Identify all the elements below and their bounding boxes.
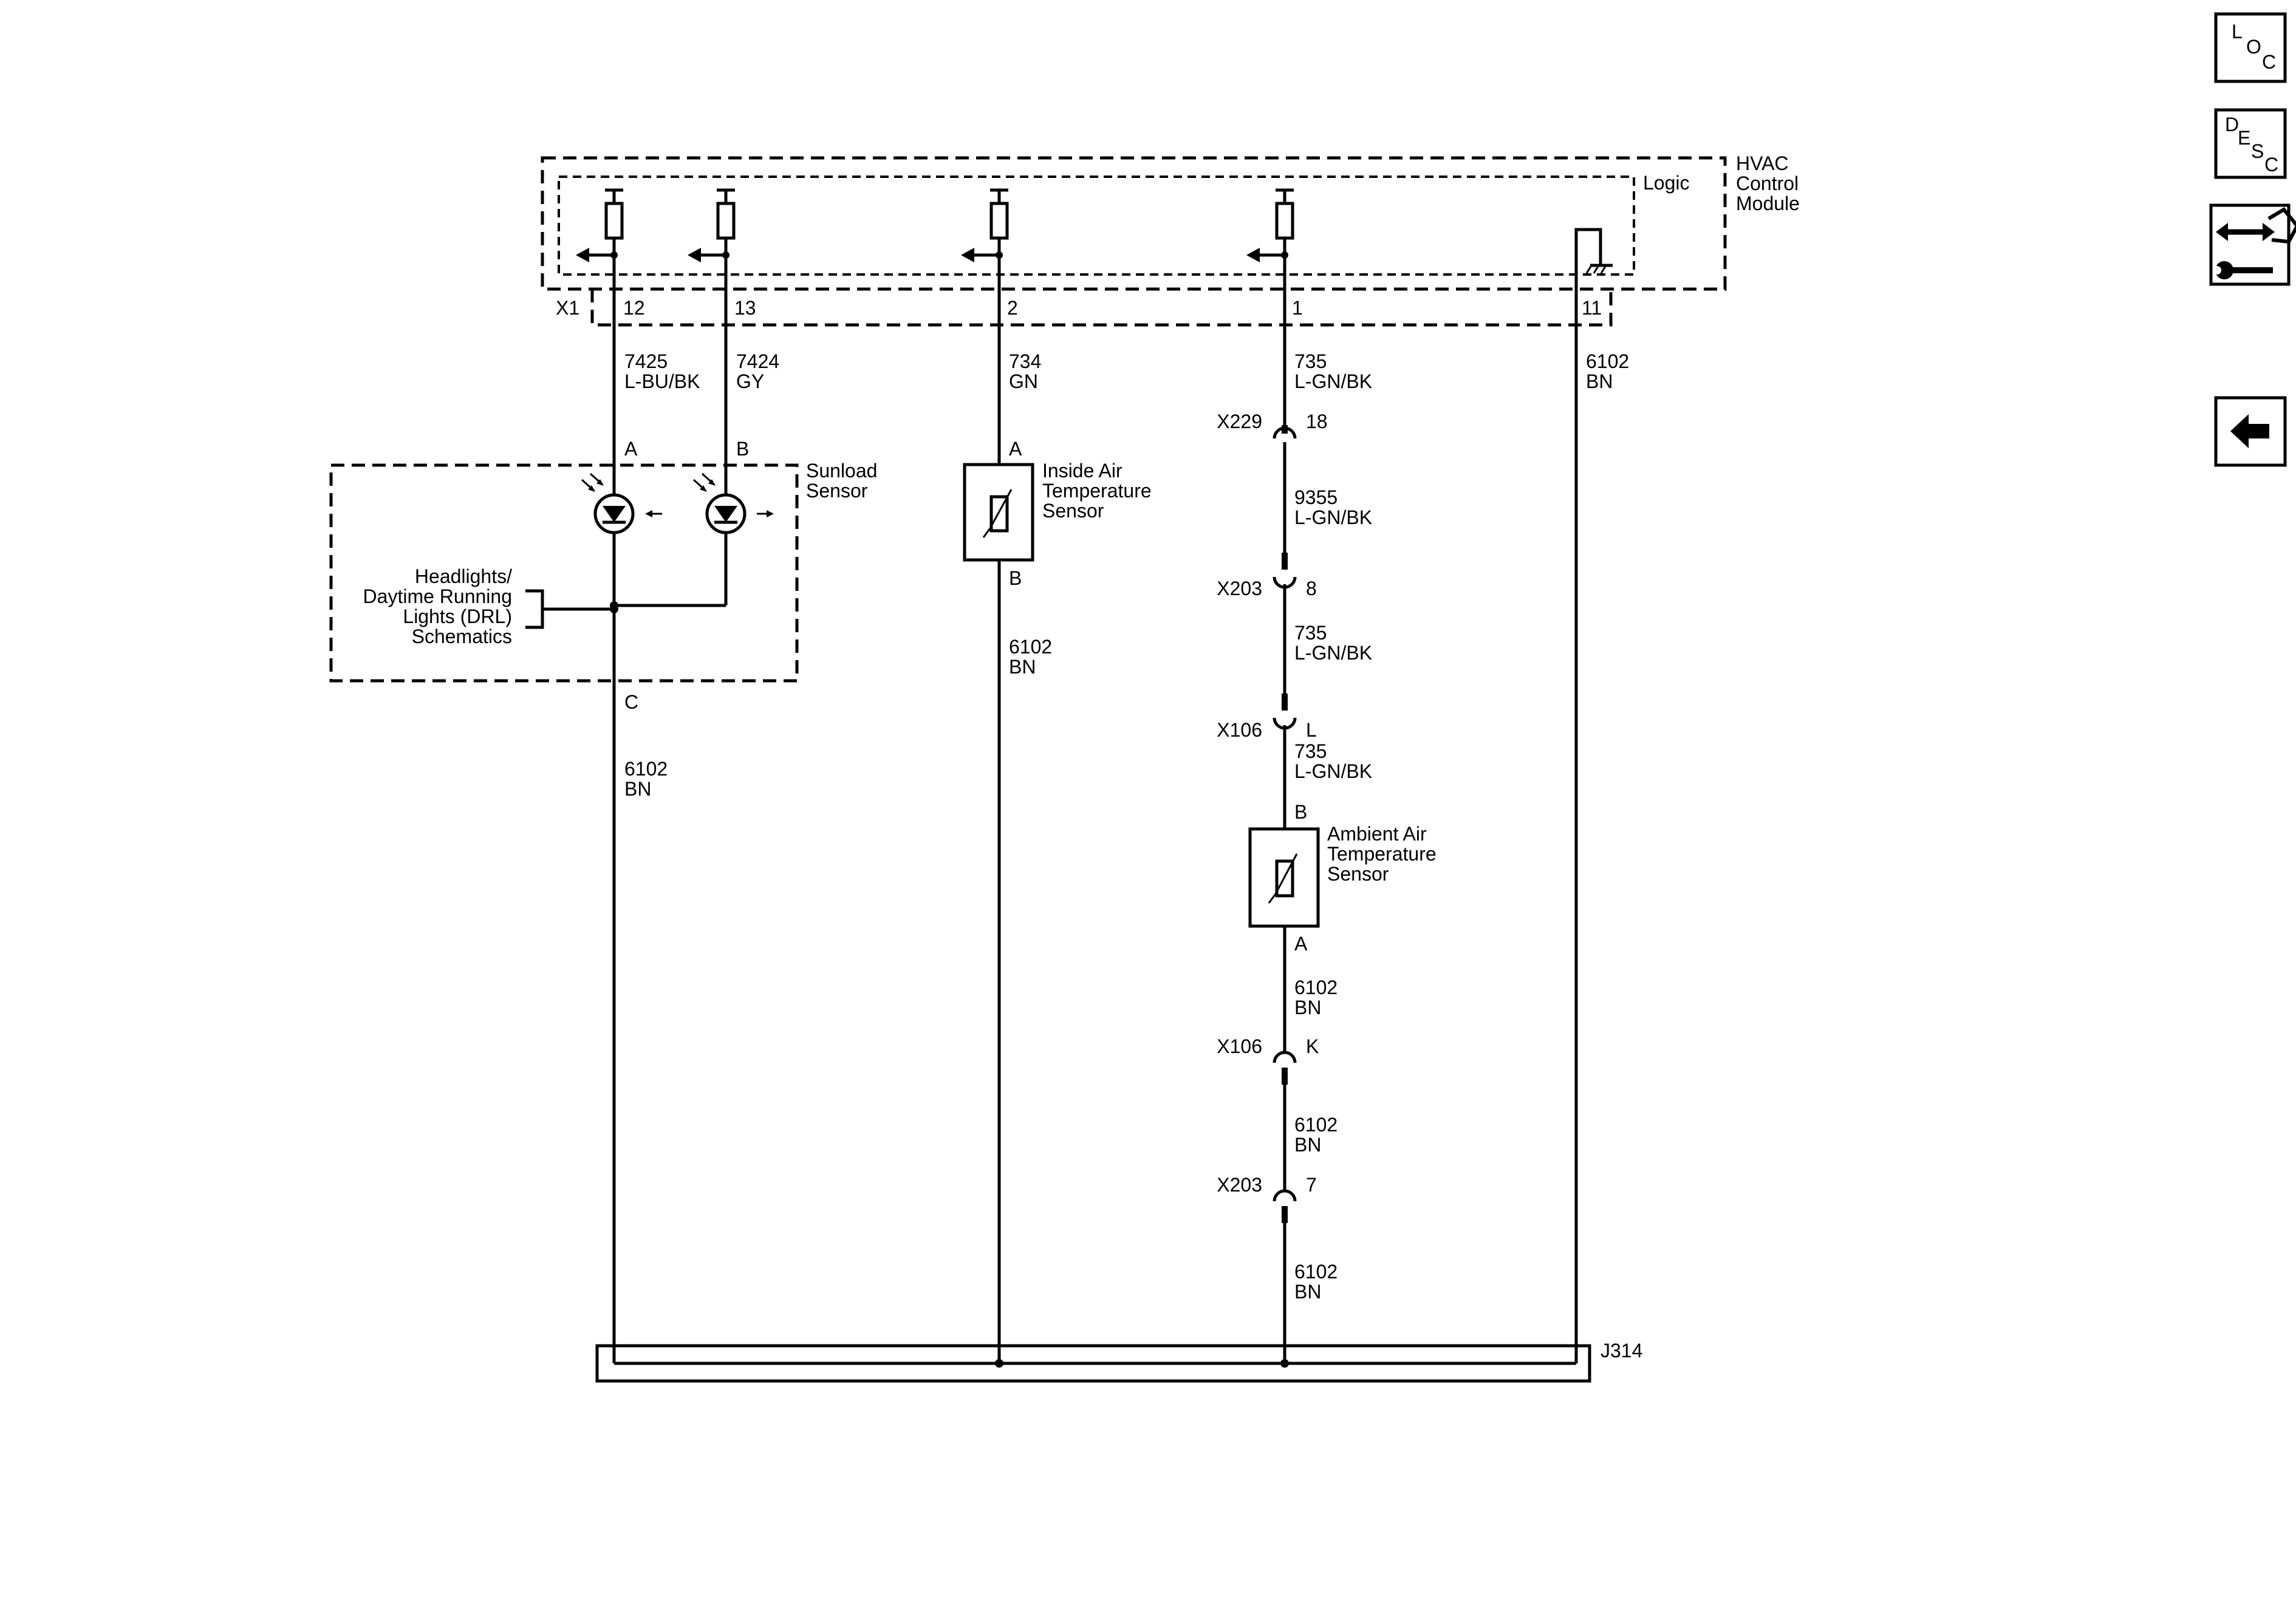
ambient-sensor-name-3: Sensor xyxy=(1327,863,1389,885)
loc-letter-c: C xyxy=(2262,51,2276,73)
connector-x203-8-pin: 8 xyxy=(1306,578,1317,599)
wire-7424-color: GY xyxy=(736,370,764,392)
drl-ref-line-2: Daytime Running xyxy=(363,585,512,607)
ambient-sensor-name-2: Temperature xyxy=(1327,843,1437,865)
wire-735-c-color: L-GN/BK xyxy=(1294,760,1372,782)
location-button[interactable]: L O C xyxy=(2214,12,2287,83)
loc-letter-o: O xyxy=(2246,36,2261,58)
connector-x203-7-pin: 7 xyxy=(1306,1174,1317,1196)
wire-735-b-color: L-GN/BK xyxy=(1294,642,1372,664)
inside-sensor-name-1: Inside Air xyxy=(1042,460,1122,482)
sunload-sensor-name-1: Sunload xyxy=(806,460,877,482)
connector-x1-label: X1 xyxy=(556,297,579,319)
splice-label: J314 xyxy=(1601,1340,1642,1362)
wire-6102-ground-number: 6102 xyxy=(1586,350,1629,372)
drl-ref-line-3: Lights (DRL) xyxy=(403,605,512,627)
wire-735-number: 735 xyxy=(1294,350,1327,372)
connector-x229-id: X229 xyxy=(1217,411,1262,432)
inside-sensor-name-2: Temperature xyxy=(1042,480,1152,502)
inside-air-temp-sensor: A B Inside Air Temperature Sensor xyxy=(963,438,1152,589)
pin-1-label: 1 xyxy=(1292,297,1303,319)
pin-11-label: 11 xyxy=(1582,297,1602,319)
photodiode-2 xyxy=(692,472,774,534)
ambient-sensor-pin-a: A xyxy=(1294,933,1308,955)
wire-6102-inside-color: BN xyxy=(1009,656,1036,678)
pin-12-label: 12 xyxy=(623,297,645,319)
description-button[interactable]: D E S C xyxy=(2214,108,2287,179)
wire-7425-color: L-BU/BK xyxy=(624,370,700,392)
sunload-pin-c: C xyxy=(624,691,638,713)
module-name-line-1: HVAC xyxy=(1736,152,1789,174)
wire-6102-sunload-color: BN xyxy=(624,778,651,800)
ground-symbol xyxy=(1574,228,1613,1363)
pullup-circuit-1 xyxy=(1246,188,1294,262)
wire-735-b-number: 735 xyxy=(1294,622,1327,644)
wire-6102-7-color: BN xyxy=(1294,1281,1321,1303)
photodiode-1 xyxy=(581,472,662,534)
desc-letter-d: D xyxy=(2225,114,2239,135)
desc-letter-s: S xyxy=(2251,140,2264,162)
connector-x203-7: X203 7 xyxy=(1217,1174,1317,1223)
ambient-sensor-name-1: Ambient Air xyxy=(1327,823,1427,845)
hvac-control-module: HVAC Control Module Logic X1 12 13 2 1 1… xyxy=(541,152,1800,1363)
wire-9355-color: L-GN/BK xyxy=(1294,506,1372,528)
connector-x106-l-pin: L xyxy=(1306,719,1317,741)
module-name-line-2: Control xyxy=(1736,172,1799,194)
wire-6102-ambient-number: 6102 xyxy=(1294,977,1338,998)
desc-letter-e: E xyxy=(2238,127,2250,149)
splice-j314: J314 xyxy=(595,1340,1642,1383)
loc-letter-l: L xyxy=(2232,21,2243,43)
connector-x229: X229 18 xyxy=(1217,411,1328,439)
wire-9355-number: 9355 xyxy=(1294,486,1338,508)
pin-13-label: 13 xyxy=(734,297,756,319)
wire-734-color: GN xyxy=(1009,370,1038,392)
desc-letter-c: C xyxy=(2264,154,2278,176)
sunload-pin-b: B xyxy=(736,438,749,460)
wire-735-c-number: 735 xyxy=(1294,740,1327,762)
logic-label: Logic xyxy=(1643,172,1690,194)
wire-734-number: 734 xyxy=(1009,350,1041,372)
connector-tool-icon xyxy=(2213,207,2296,279)
wire-6102-ambient-color: BN xyxy=(1294,997,1321,1018)
inside-sensor-name-3: Sensor xyxy=(1042,500,1104,522)
pullup-circuit-12 xyxy=(576,188,624,262)
connector-x203-8: X203 8 xyxy=(1217,553,1317,599)
wire-6102-ground-color: BN xyxy=(1586,370,1613,392)
connector-x106-k-pin: K xyxy=(1306,1035,1319,1057)
wire-6102-sunload-number: 6102 xyxy=(624,758,668,780)
connector-x106-k-id: X106 xyxy=(1217,1035,1262,1057)
wire-6102-inside-number: 6102 xyxy=(1009,636,1052,658)
pullup-circuit-13 xyxy=(688,188,736,262)
sunload-pin-a: A xyxy=(624,438,638,460)
inside-sensor-pin-b: B xyxy=(1009,567,1022,589)
drl-ref-line-4: Schematics xyxy=(412,626,512,647)
module-name-line-3: Module xyxy=(1736,193,1800,214)
back-arrow-icon xyxy=(2230,414,2269,448)
back-button[interactable] xyxy=(2214,396,2287,467)
wire-7425-number: 7425 xyxy=(624,350,668,372)
connector-x106-k: X106 K xyxy=(1217,1035,1319,1085)
wire-6102-k-color: BN xyxy=(1294,1134,1321,1156)
drl-ref-line-1: Headlights/ xyxy=(415,565,512,587)
sunload-sensor-name-2: Sensor xyxy=(806,480,868,502)
wire-7424-number: 7424 xyxy=(736,350,779,372)
ambient-air-temp-sensor: B A Ambient Air Temperature Sensor xyxy=(1248,801,1437,955)
pullup-circuit-2 xyxy=(961,188,1009,262)
connector-tool-button[interactable] xyxy=(2209,203,2296,286)
connector-x203-7-id: X203 xyxy=(1217,1174,1262,1196)
wire-6102-k-number: 6102 xyxy=(1294,1114,1338,1136)
wire-735-color: L-GN/BK xyxy=(1294,370,1372,392)
wire-6102-7-number: 6102 xyxy=(1294,1261,1338,1283)
connector-x203-8-id: X203 xyxy=(1217,578,1262,599)
connector-x229-pin: 18 xyxy=(1306,411,1328,432)
connector-x106-l: X106 L xyxy=(1217,694,1317,741)
connector-x106-l-id: X106 xyxy=(1217,719,1262,741)
pin-2-label: 2 xyxy=(1007,297,1018,319)
inside-sensor-pin-a: A xyxy=(1009,438,1022,460)
sunload-sensor: Sunload Sensor A B C xyxy=(329,438,877,713)
ambient-sensor-pin-b: B xyxy=(1294,801,1307,823)
